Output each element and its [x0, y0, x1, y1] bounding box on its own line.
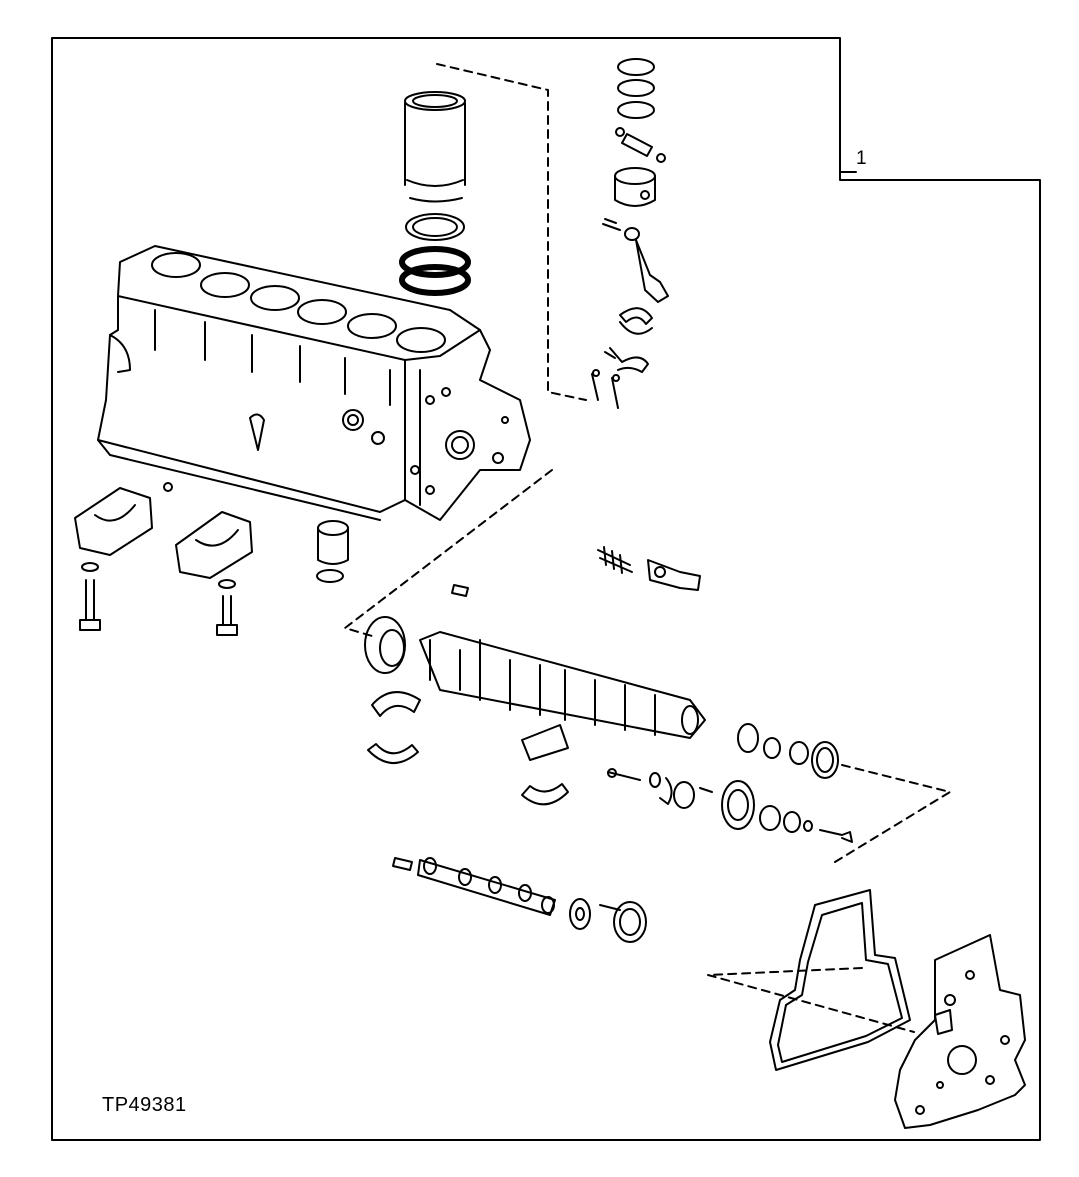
liner-seal-rings — [402, 214, 468, 293]
cylinder-block — [98, 246, 530, 520]
callout-number: 1 — [856, 148, 867, 169]
cylinder-liner — [405, 92, 465, 202]
thrust-bushing — [317, 521, 348, 582]
crank-gear-and-seal — [738, 724, 838, 778]
dashed-guide-plate — [708, 968, 914, 1032]
main-bearing-cap-right — [176, 512, 252, 635]
connecting-rod — [603, 219, 668, 302]
cam-gear — [570, 899, 646, 942]
figure-reference-id: TP49381 — [102, 1094, 187, 1116]
piston-pin — [616, 128, 665, 162]
kit-frame — [52, 38, 1040, 1140]
piston — [615, 168, 655, 206]
main-bearing-cap-left — [75, 483, 172, 630]
dashed-guide-liner — [437, 64, 586, 400]
crankshaft — [420, 632, 705, 738]
rear-crank-seal — [365, 617, 405, 673]
front-plate-gasket — [770, 890, 910, 1070]
front-plate — [895, 935, 1025, 1128]
main-bearing-shells — [368, 692, 568, 804]
idler-gear-assembly — [608, 769, 852, 842]
rod-bearing-cap — [592, 308, 652, 408]
dashed-guide-front — [830, 765, 950, 865]
dashed-guide-block — [345, 470, 552, 636]
piston-rings — [618, 59, 654, 118]
camshaft — [393, 858, 555, 915]
oil-relief-valve — [452, 547, 700, 596]
